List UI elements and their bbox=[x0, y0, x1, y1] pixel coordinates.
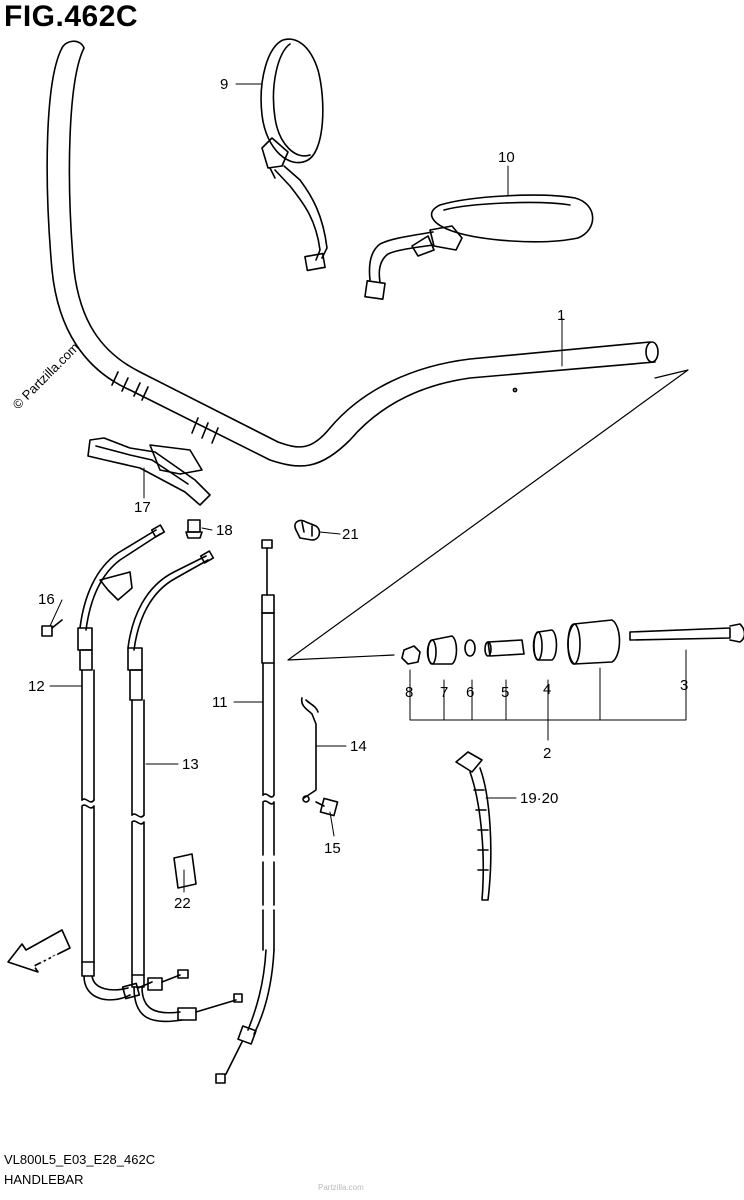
throttle-cable-12-part[interactable] bbox=[77, 524, 166, 1001]
callout-3: 3 bbox=[680, 677, 688, 694]
callout-13: 13 bbox=[182, 756, 199, 773]
mirror-right-part[interactable] bbox=[364, 194, 594, 300]
figure-code: VL800L5_E03_E28_462C bbox=[4, 1152, 156, 1167]
callout-11: 11 bbox=[212, 694, 228, 711]
cable-tie-part[interactable] bbox=[455, 751, 492, 901]
callout-9: 9 bbox=[220, 76, 228, 93]
callout-7: 7 bbox=[440, 684, 448, 701]
watermark-text: © Partzilla.com bbox=[10, 340, 83, 413]
handlebar-part[interactable] bbox=[46, 40, 659, 467]
label-22-part[interactable] bbox=[173, 853, 197, 889]
mirror-left-part[interactable] bbox=[260, 38, 328, 272]
throttle-cable-13-part[interactable] bbox=[127, 550, 243, 1023]
fwd-label: FWD bbox=[28, 944, 61, 971]
clutch-cable-11-part[interactable] bbox=[215, 539, 275, 1084]
callout-5: 5 bbox=[501, 684, 509, 701]
callout-16: 16 bbox=[38, 591, 55, 608]
callout-8: 8 bbox=[405, 684, 413, 701]
callout-14: 14 bbox=[350, 738, 367, 755]
callout-22: 22 bbox=[174, 895, 191, 912]
bolt-18-part[interactable] bbox=[185, 519, 203, 539]
callout-18: 18 bbox=[216, 522, 233, 539]
bolt-16-part[interactable] bbox=[41, 619, 63, 637]
callout-1: 1 bbox=[557, 307, 565, 324]
holder-bracket-part[interactable] bbox=[87, 437, 211, 506]
leader-lines bbox=[49, 83, 687, 893]
bolt-15-part[interactable] bbox=[315, 797, 339, 817]
callout-19-20: 19·20 bbox=[520, 790, 558, 807]
fwd-arrow-icon bbox=[7, 929, 71, 973]
bracket-14-part[interactable] bbox=[300, 697, 319, 803]
callout-21: 21 bbox=[342, 526, 359, 543]
callout-4: 4 bbox=[543, 681, 551, 698]
callout-17: 17 bbox=[134, 499, 151, 516]
callout-10: 10 bbox=[498, 149, 515, 166]
reference-lines bbox=[287, 369, 689, 661]
callout-6: 6 bbox=[466, 684, 474, 701]
figure-name: HANDLEBAR bbox=[4, 1172, 84, 1187]
callout-12: 12 bbox=[28, 678, 45, 695]
callout-2: 2 bbox=[543, 745, 551, 762]
grip-balancer-assembly[interactable] bbox=[401, 619, 744, 665]
faint-watermark: Partzilla.com bbox=[318, 1183, 364, 1192]
callout-15: 15 bbox=[324, 840, 341, 857]
clamp-21-part[interactable] bbox=[294, 519, 321, 541]
figure-title: FIG.462C bbox=[4, 0, 139, 33]
